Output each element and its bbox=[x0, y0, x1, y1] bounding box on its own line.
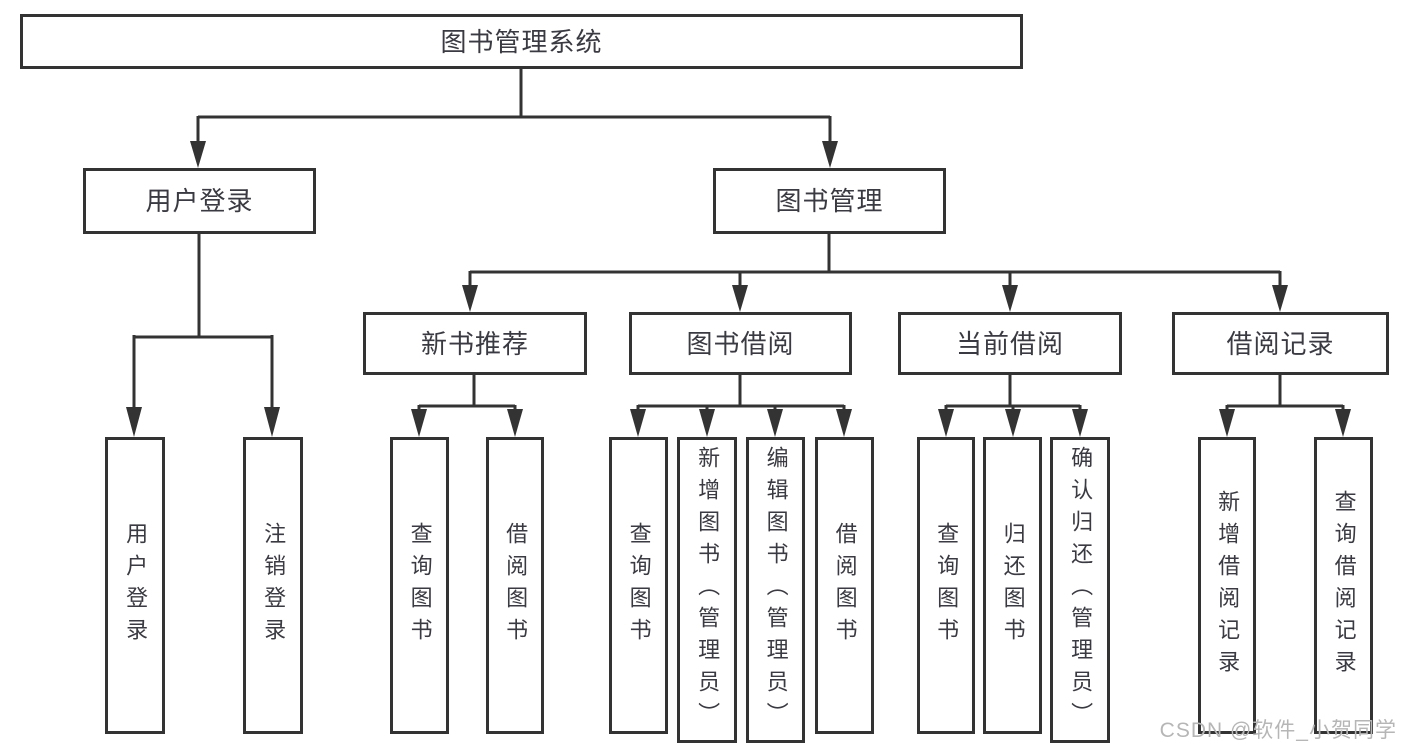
node-borrow-records: 借阅记录 bbox=[1172, 312, 1389, 375]
leaf-borrow-books-label: 借阅图书 bbox=[503, 521, 529, 650]
leaf-query-books-label: 查询图书 bbox=[934, 521, 960, 650]
leaf-query-books-label: 查询图书 bbox=[626, 521, 652, 650]
node-user-login-label: 用户登录 bbox=[145, 186, 254, 216]
node-current-borrow: 当前借阅 bbox=[898, 312, 1122, 375]
node-borrow-records-label: 借阅记录 bbox=[1226, 328, 1335, 359]
node-book-management-label: 图书管理 bbox=[775, 186, 884, 216]
leaf-logout: 注销登录 bbox=[243, 437, 303, 734]
leaf-return-book: 归还图书 bbox=[983, 437, 1042, 734]
leaf-query-borrow-record-label: 查询借阅记录 bbox=[1331, 489, 1357, 682]
node-book-borrow-label: 图书借阅 bbox=[686, 328, 795, 359]
leaf-query-books: 查询图书 bbox=[917, 437, 975, 734]
leaf-user-login-label: 用户登录 bbox=[123, 521, 149, 650]
leaf-logout-label: 注销登录 bbox=[261, 521, 287, 650]
node-new-book-recommend-label: 新书推荐 bbox=[420, 328, 529, 359]
leaf-return-book-label: 归还图书 bbox=[1000, 521, 1026, 650]
leaf-edit-book-admin: 编辑图书（管理员） bbox=[746, 437, 805, 743]
node-current-borrow-label: 当前借阅 bbox=[955, 328, 1064, 359]
leaf-add-borrow-record: 新增借阅记录 bbox=[1198, 437, 1256, 734]
leaf-query-books: 查询图书 bbox=[390, 437, 449, 734]
node-book-borrow: 图书借阅 bbox=[629, 312, 852, 375]
leaf-borrow-books: 借阅图书 bbox=[815, 437, 874, 734]
leaf-query-borrow-record: 查询借阅记录 bbox=[1314, 437, 1373, 734]
leaf-query-books: 查询图书 bbox=[609, 437, 668, 734]
leaf-confirm-return-admin: 确认归还（管理员） bbox=[1050, 437, 1110, 743]
leaf-add-book-admin-label: 新增图书（管理员） bbox=[695, 446, 721, 734]
node-library-system: 图书管理系统 bbox=[20, 14, 1023, 69]
node-library-system-label: 图书管理系统 bbox=[440, 26, 603, 57]
leaf-query-books-label: 查询图书 bbox=[407, 521, 433, 650]
leaf-add-borrow-record-label: 新增借阅记录 bbox=[1215, 489, 1241, 682]
leaf-borrow-books-label: 借阅图书 bbox=[832, 521, 858, 650]
leaf-confirm-return-admin-label: 确认归还（管理员） bbox=[1068, 446, 1094, 734]
node-book-management: 图书管理 bbox=[713, 168, 946, 234]
csdn-watermark: CSDN @软件_小贺同学 bbox=[1159, 719, 1397, 742]
node-user-login: 用户登录 bbox=[83, 168, 316, 234]
leaf-user-login: 用户登录 bbox=[105, 437, 165, 734]
leaf-borrow-books: 借阅图书 bbox=[486, 437, 544, 734]
node-new-book-recommend: 新书推荐 bbox=[363, 312, 587, 375]
leaf-edit-book-admin-label: 编辑图书（管理员） bbox=[763, 446, 789, 734]
leaf-add-book-admin: 新增图书（管理员） bbox=[677, 437, 737, 743]
